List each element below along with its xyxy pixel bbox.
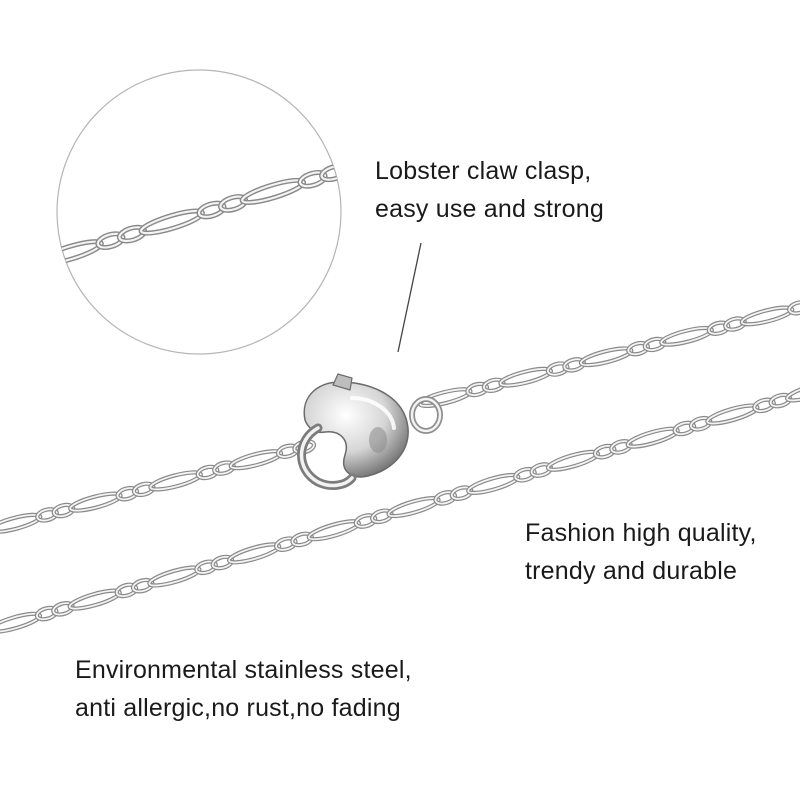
chain-strand-lower <box>0 380 800 634</box>
caption-clasp: Lobster claw clasp, easy use and strong <box>375 152 604 228</box>
lobster-claw-clasp <box>297 373 443 490</box>
caption-quality-line2: trendy and durable <box>525 557 738 585</box>
caption-steel-line2: anti allergic,no rust,no fading <box>75 694 401 722</box>
pointer-line <box>397 242 422 353</box>
magnifier-inset <box>56 69 342 355</box>
chain-strand-upper <box>0 300 800 534</box>
caption-quality-line1: Fashion high quality, <box>525 519 757 547</box>
caption-clasp-line2: easy use and strong <box>375 195 604 223</box>
caption-steel-line1: Environmental stainless steel, <box>75 656 412 684</box>
caption-steel: Environmental stainless steel, anti alle… <box>75 651 412 727</box>
caption-clasp-line1: Lobster claw clasp, <box>375 157 592 185</box>
zoomed-chain-detail <box>57 147 341 267</box>
caption-quality: Fashion high quality, trendy and durable <box>525 514 757 590</box>
